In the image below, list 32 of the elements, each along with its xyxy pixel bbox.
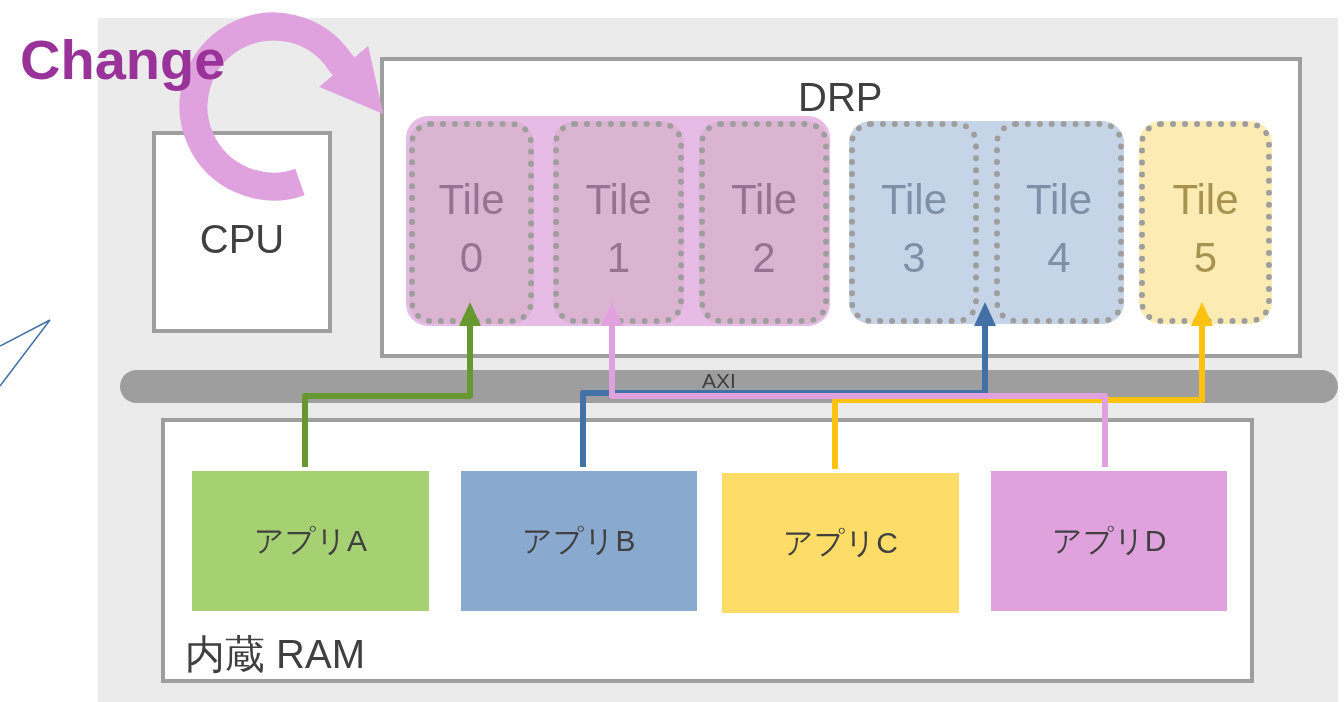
box-label: アプリB <box>521 523 637 559</box>
bus-label: AXI <box>702 370 736 392</box>
tile-label: Tile 3 <box>879 175 949 283</box>
tile-box <box>1139 121 1272 324</box>
tile-box <box>994 121 1124 324</box>
box-label: アプリC <box>782 525 899 561</box>
app-box <box>991 471 1227 611</box>
ram-box <box>161 418 1254 683</box>
tile-label: Tile 2 <box>729 175 799 283</box>
arrow <box>832 302 1213 469</box>
tile-box <box>699 121 829 324</box>
tile-box <box>409 121 534 324</box>
box-label: DRP <box>798 75 883 120</box>
tile-label: Tile 5 <box>1171 175 1240 283</box>
edge-label: Change <box>20 28 226 92</box>
box-label: アプリA <box>253 523 368 559</box>
tile-label: Tile 1 <box>584 175 653 283</box>
box-label: 内蔵 RAM <box>185 631 365 678</box>
tile-box <box>849 121 979 324</box>
arrow <box>302 302 481 467</box>
tile-label: Tile 4 <box>1024 175 1094 283</box>
tile-box <box>553 121 684 324</box>
app-box <box>461 471 697 611</box>
box-label: アプリD <box>1050 523 1168 559</box>
app-box <box>722 473 959 613</box>
drp-box <box>380 57 1302 358</box>
cpu-box <box>152 131 332 333</box>
box-label: CPU <box>198 217 286 262</box>
arrow <box>580 302 996 467</box>
tile-label: Tile 0 <box>437 175 506 283</box>
app-box <box>192 471 429 611</box>
arrow <box>601 302 1108 467</box>
